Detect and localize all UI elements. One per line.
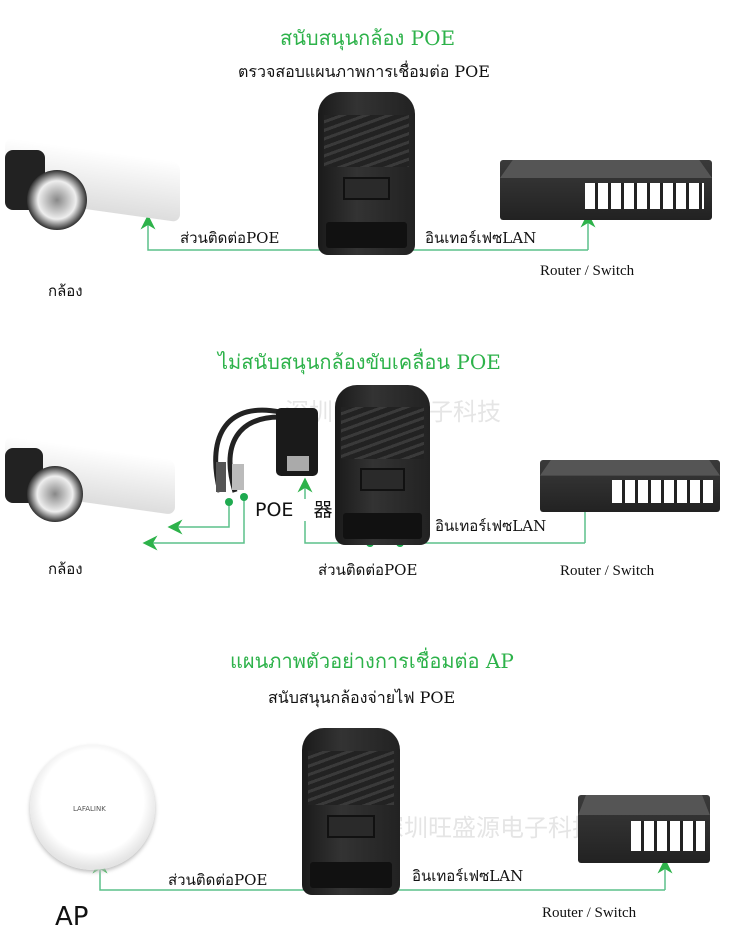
camera-label: กล้อง <box>48 560 83 578</box>
camera-image <box>5 436 175 535</box>
poe-port-label: ส่วนติดต่อPOE <box>180 229 280 247</box>
poe-label-text: POE <box>255 499 294 521</box>
camera-label: กล้อง <box>48 282 83 300</box>
ap-label: AP <box>55 902 89 932</box>
poe-injector-image <box>302 728 400 895</box>
switch-image <box>500 160 712 220</box>
poe-injector-image <box>335 385 430 545</box>
section3-title: แผนภาพตัวอย่างการเชื่อมต่อ AP <box>230 649 514 673</box>
ap-brand: LAFALINK <box>73 805 106 813</box>
router-label: Router / Switch <box>560 563 655 579</box>
lan-port-label: อินเทอร์เฟซLAN <box>412 867 524 885</box>
lan-port-label: อินเทอร์เฟซLAN <box>435 517 547 535</box>
section3-subtitle: สนับสนุนกล้องจ่ายไฟ POE <box>268 688 456 707</box>
lan-port-label: อินเทอร์เฟซLAN <box>425 229 537 247</box>
watermark: 深圳旺盛源电子科技 <box>380 814 596 842</box>
poe-splitter-label: POE 器 <box>255 495 332 522</box>
switch-image <box>540 460 720 512</box>
switch-image <box>578 795 710 863</box>
camera-image <box>5 137 180 245</box>
router-label: Router / Switch <box>540 263 635 279</box>
section1-title: สนับสนุนกล้อง POE <box>280 26 456 50</box>
poe-port-label: ส่วนติดต่อPOE <box>318 561 418 579</box>
poe-label-suffix: 器 <box>313 499 333 521</box>
ap-image: LAFALINK <box>30 745 155 870</box>
router-label: Router / Switch <box>542 905 637 921</box>
section2-title: ไม่สนับสนุนกล้องขับเคลื่อน POE <box>218 350 501 374</box>
poe-splitter-image <box>213 407 318 493</box>
poe-port-label: ส่วนติดต่อPOE <box>168 871 268 889</box>
poe-injector-image <box>318 92 415 255</box>
section1-subtitle: ตรวจสอบแผนภาพการเชื่อมต่อ POE <box>238 62 490 81</box>
